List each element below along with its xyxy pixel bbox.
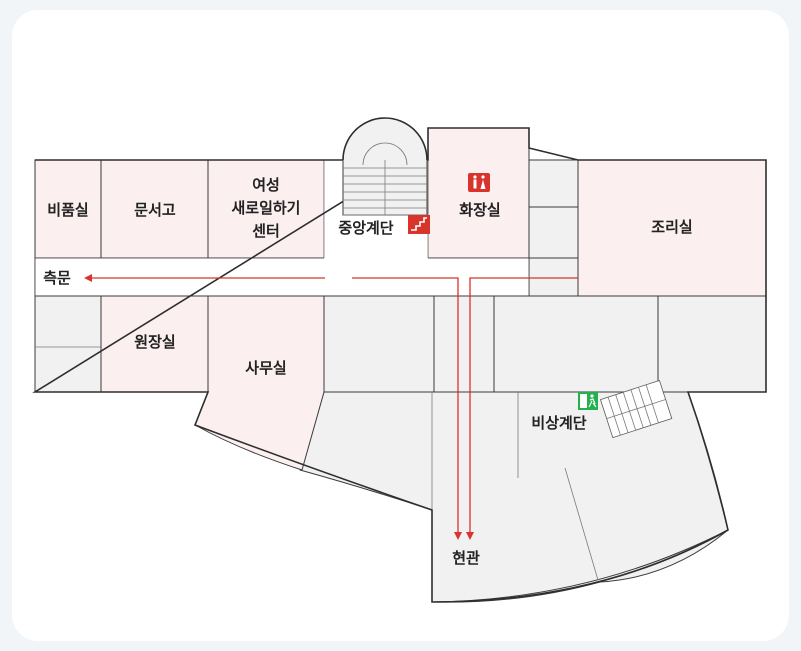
- room-office: [194, 295, 325, 471]
- label-women-center-3: 센터: [252, 222, 280, 240]
- label-women-center-1: 여성: [252, 176, 280, 194]
- label-archive: 문서고: [134, 201, 176, 219]
- label-kitchen: 조리실: [651, 218, 692, 236]
- label-office: 사무실: [245, 359, 286, 377]
- room-lower-left: [34, 295, 102, 393]
- lower-wing-main: [299, 391, 729, 603]
- label-supply-room: 비품실: [47, 201, 88, 219]
- label-side-gate: 측문: [43, 269, 71, 287]
- corridor: [34, 257, 530, 297]
- emergency-stairs: [599, 379, 673, 439]
- label-central-stairs: 중앙계단: [338, 219, 393, 237]
- outer-wall: [32, 127, 767, 603]
- room-supply: [34, 159, 102, 259]
- label-women-center-2: 새로일하기: [231, 199, 300, 217]
- emergency-exit-icon: [578, 392, 598, 410]
- label-restroom: 화장실: [459, 201, 500, 219]
- room-lower-mid-1: [323, 295, 435, 393]
- route-side-gate: [84, 274, 325, 282]
- room-storage-1: [528, 159, 579, 208]
- room-lower-mid-2: [433, 295, 495, 393]
- room-archive: [100, 159, 209, 259]
- room-storage-2: [528, 206, 579, 259]
- room-director: [100, 295, 209, 393]
- room-lower-right: [657, 295, 767, 393]
- room-restroom: [427, 127, 530, 259]
- central-stair-steps: [343, 160, 427, 216]
- route-main-entrance: [352, 277, 578, 540]
- room-storage-3: [528, 257, 579, 297]
- stairs-icon: [408, 215, 430, 234]
- room-lower-mid-3: [493, 295, 659, 393]
- label-emergency-stairs: 비상계단: [531, 414, 586, 432]
- label-director-office: 원장실: [134, 333, 175, 351]
- label-main-entrance: 현관: [452, 549, 480, 567]
- restroom-icon: [468, 173, 490, 192]
